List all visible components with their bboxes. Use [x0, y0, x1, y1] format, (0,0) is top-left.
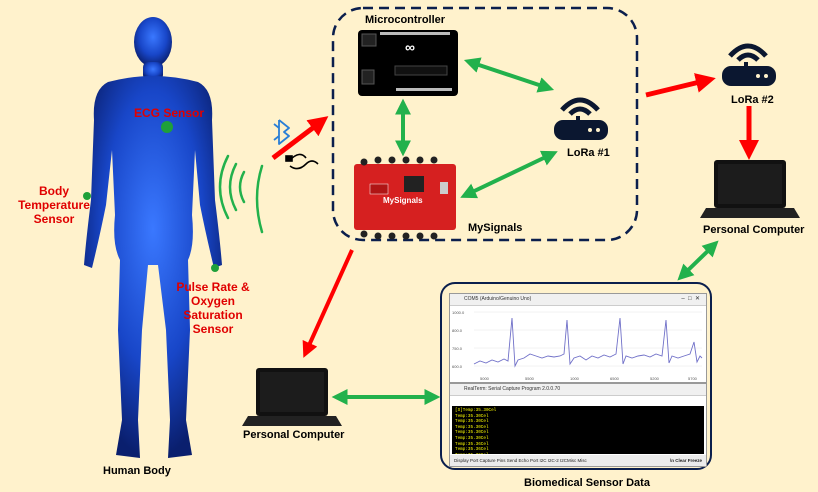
pulse-label-line1: Pulse Rate &	[176, 280, 250, 294]
lora2-label: LoRa #2	[731, 94, 774, 106]
realterm-tabs[interactable]: Display Port Capture Pins Send Echo Port…	[450, 455, 706, 466]
microcontroller-board-icon: ∞	[358, 30, 458, 96]
mysignals-board-icon	[354, 156, 456, 240]
lora1-router-icon	[554, 97, 608, 140]
ecg-sensor-dot	[161, 121, 173, 133]
plotter-titlebar: COM5 (Arduino/Genuino Uno) – □ ✕	[450, 294, 706, 306]
pulse-sensor-dot	[211, 264, 219, 272]
lora2-router-icon	[722, 43, 776, 86]
laptop-left-icon	[242, 368, 342, 426]
x-tick: 6500	[610, 376, 620, 381]
wireless-waves-icon	[218, 154, 264, 234]
x-tick: 5500	[525, 376, 535, 381]
bluetooth-icon	[273, 119, 290, 145]
terminal-line: Temp:35.36Cel	[455, 441, 489, 447]
arrow-lora1-to-lora2	[645, 73, 716, 98]
mysignals-board-text: MySignals	[383, 196, 423, 205]
arrow-mysignals-lora1	[460, 150, 558, 199]
laptop-right-icon	[700, 160, 800, 218]
realterm-title: RealTerm: Serial Capture Program 2.0.0.7…	[464, 386, 561, 392]
arrow-system-to-pc-left	[302, 249, 354, 358]
temp-label-line1: Body	[39, 184, 69, 198]
pulse-label-line2: Oxygen	[190, 294, 235, 308]
terminal-line: Temp:35.36Cel	[455, 453, 701, 454]
y-tick: 600.0	[452, 364, 463, 369]
terminal-line: Temp:35.30Cel	[455, 430, 489, 436]
ecg-plot: 1000.0 800.0 750.0 600.0 5000 5500 1000 …	[452, 310, 703, 381]
terminal-line: Temp:35.30Cel	[455, 435, 489, 441]
arrow-data-pc-right	[677, 240, 719, 281]
temperature-sensor-dot	[83, 192, 91, 200]
terminal-line: Temp:35.30Cel	[455, 424, 489, 430]
terminal-line: Temp:35.36Cel	[455, 447, 489, 453]
realterm-tab-list[interactable]: Display Port Capture Pins Send Echo Port…	[454, 458, 587, 463]
realterm-titlebar: RealTerm: Serial Capture Program 2.0.0.7…	[450, 384, 706, 396]
pulse-label-line4: Sensor	[192, 322, 234, 336]
human-body-figure	[84, 17, 222, 458]
mysignals-label: MySignals	[468, 222, 523, 234]
human-body-label: Human Body	[103, 465, 171, 477]
realterm-clear-freeze[interactable]: \n Clear Freeze	[669, 458, 702, 463]
terminal-line: Temp:35.30Cel	[455, 419, 489, 425]
temp-label-line2: Temperature	[18, 198, 90, 212]
x-tick: 5700	[688, 376, 698, 381]
realterm-window: RealTerm: Serial Capture Program 2.0.0.7…	[449, 383, 707, 467]
body-temperature-sensor-label: Body Temperature Sensor	[12, 184, 96, 226]
temp-label-line3: Sensor	[33, 212, 75, 226]
system-boundary-box	[331, 6, 639, 242]
plotter-title: COM5 (Arduino/Genuino Uno)	[464, 296, 532, 302]
personal-computer-left-label: Personal Computer	[243, 429, 345, 441]
x-tick: 1000	[570, 376, 580, 381]
arrow-sensor-to-microcontroller	[271, 116, 329, 160]
biomedical-sensor-data-label: Biomedical Sensor Data	[524, 477, 650, 489]
serial-plotter-window: COM5 (Arduino/Genuino Uno) – □ ✕ 1000.0 …	[449, 293, 707, 383]
ecg-trace	[473, 317, 703, 368]
pulse-label-line3: Saturation	[183, 308, 243, 322]
personal-computer-right-label: Personal Computer	[703, 224, 805, 236]
usb-cable-icon	[285, 153, 319, 170]
lora1-label: LoRa #1	[567, 147, 610, 159]
ecg-sensor-label: ECG Sensor	[134, 106, 205, 120]
terminal-line: Temp:35.30Cel	[455, 413, 489, 419]
microcontroller-label: Microcontroller	[365, 14, 446, 26]
sensor-data-panel	[440, 282, 712, 470]
arrow-microcontroller-lora1	[463, 57, 555, 93]
x-tick: 5000	[480, 376, 490, 381]
pulse-oxygen-sensor-label: Pulse Rate & Oxygen Saturation Sensor	[168, 280, 258, 336]
svg-text:∞: ∞	[405, 39, 415, 55]
x-tick: 5200	[650, 376, 660, 381]
y-tick: 1000.0	[452, 310, 465, 315]
terminal-line: [S]Temp:35.30Cel	[455, 408, 497, 413]
window-controls-icon[interactable]: – □ ✕	[681, 296, 700, 302]
y-tick: 800.0	[452, 328, 463, 333]
y-tick: 750.0	[452, 346, 463, 351]
